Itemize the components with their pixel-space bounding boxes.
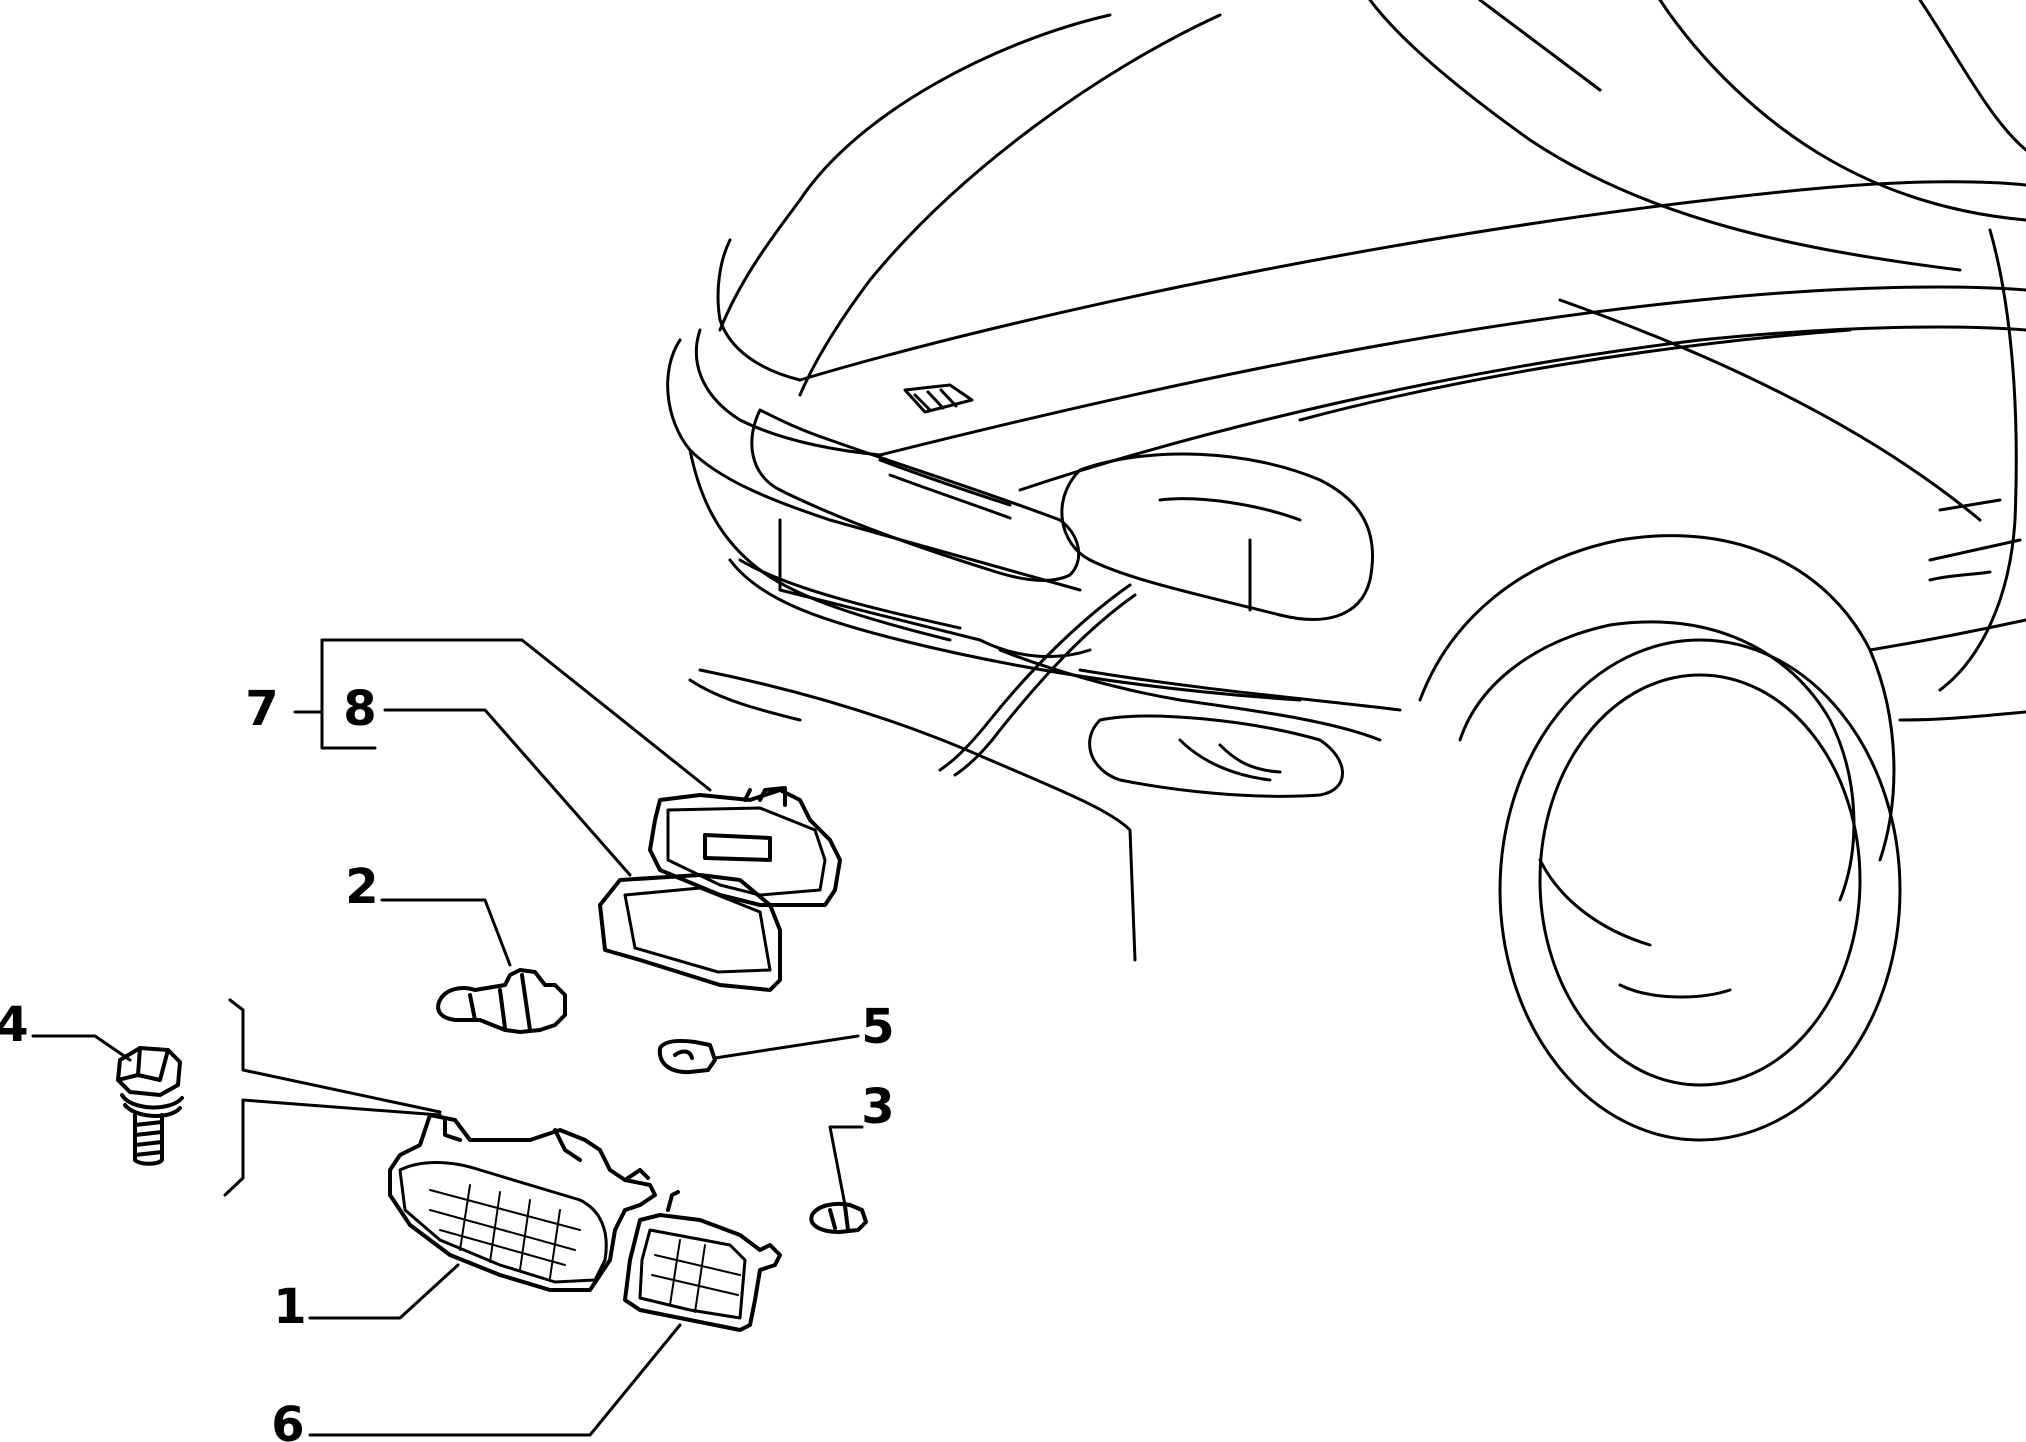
part-4-bolt xyxy=(116,1046,184,1166)
callout-4: 4 xyxy=(0,997,29,1053)
part-5-small-bulb xyxy=(657,1038,717,1075)
part-2-bulb xyxy=(436,968,567,1034)
callout-6: 6 xyxy=(271,1397,304,1442)
callout-2: 2 xyxy=(345,859,378,915)
part-1-headlamp xyxy=(388,1113,657,1292)
callout-5: 5 xyxy=(861,999,894,1055)
callout-labels: 7 8 2 4 5 3 1 6 xyxy=(0,681,895,1442)
part-6-turn-signal xyxy=(623,1190,782,1332)
part-7-lamp-housing xyxy=(648,786,842,907)
callout-7: 7 xyxy=(245,681,278,737)
callout-8: 8 xyxy=(343,681,376,737)
leader-lines xyxy=(31,638,864,1437)
callout-1: 1 xyxy=(273,1279,306,1335)
callout-3: 3 xyxy=(861,1079,894,1135)
part-8-lens xyxy=(598,873,782,992)
part-3-side-bulb xyxy=(809,1201,868,1234)
car-front-outline xyxy=(666,0,2026,1142)
